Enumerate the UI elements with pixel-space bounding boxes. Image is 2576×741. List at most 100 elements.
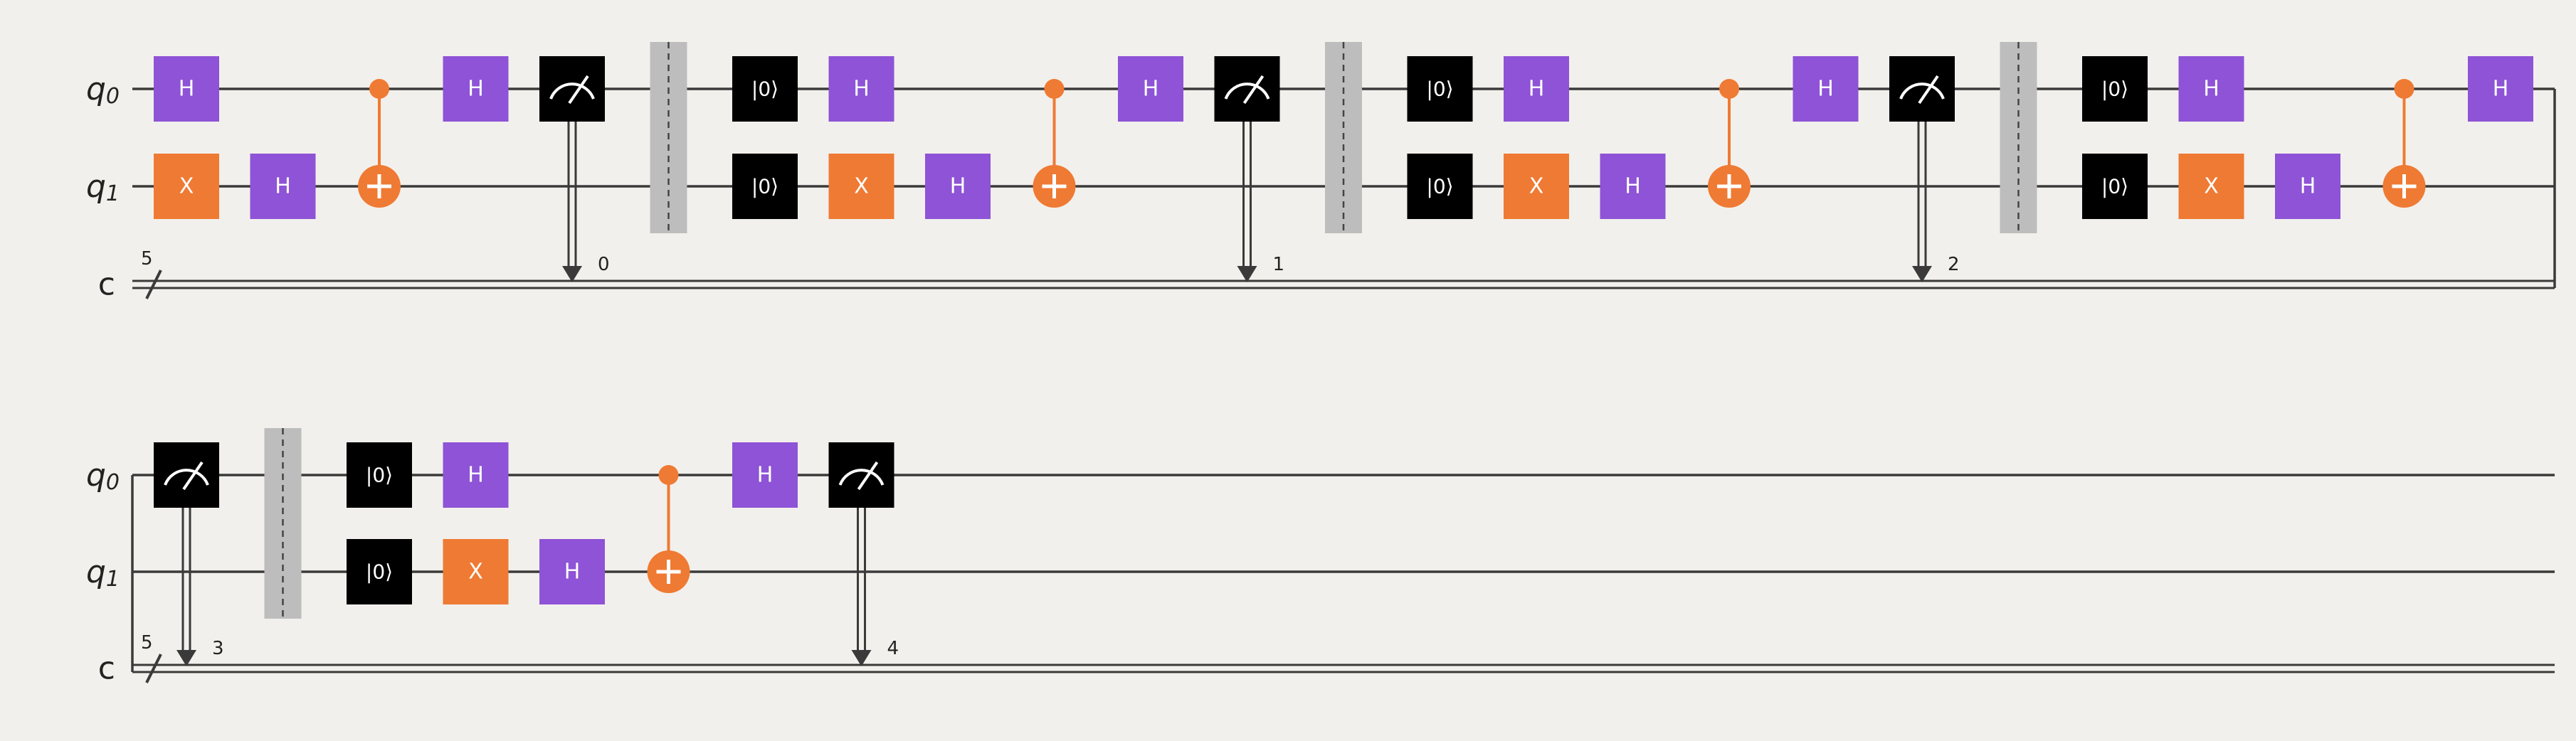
cnot-target-icon: [1033, 165, 1076, 208]
hadamard-gate: H: [1600, 154, 1666, 219]
pauli-x-gate: X: [1504, 154, 1569, 219]
cnot-target-icon: [647, 550, 690, 593]
hadamard-gate: H: [2178, 56, 2244, 122]
hadamard-gate: H: [443, 56, 509, 122]
measurement-meter-icon: [164, 461, 209, 491]
reset-label: |0⟩: [1426, 175, 1453, 198]
gate-label: X: [468, 560, 483, 585]
gate-label: H: [2300, 174, 2316, 199]
classical-bit-index: 0: [598, 254, 610, 275]
circuit-row-1: q0 q1 c 5 H X H H 0 |0⟩ |0⟩ H X H H 1 |0⟩ |0⟩ H X H H 2 |0⟩ |0⟩ H…: [86, 42, 2556, 303]
reset-gate: |0⟩: [2082, 56, 2148, 122]
measure-gate: 0: [539, 56, 610, 282]
measurement-meter-icon: [1224, 75, 1270, 105]
reset-label: |0⟩: [751, 175, 778, 198]
barrier-icon: [1325, 42, 1362, 233]
register-size-label: 5: [141, 632, 153, 654]
qubit-label-q0: q0: [86, 71, 120, 109]
measurement-meter-icon: [838, 461, 885, 491]
measure-gate: 3: [154, 442, 224, 666]
barrier-icon: [264, 428, 302, 619]
gate-label: H: [564, 560, 581, 585]
hadamard-gate: H: [2275, 154, 2340, 219]
control-dot-icon: [1044, 79, 1065, 99]
hadamard-gate: H: [1793, 56, 1859, 122]
bus-slash-icon: [145, 270, 162, 299]
hadamard-gate: H: [925, 154, 991, 219]
hadamard-gate: H: [1118, 56, 1183, 122]
reset-label: |0⟩: [366, 560, 393, 584]
control-dot-icon: [369, 79, 389, 99]
gate-label: X: [1529, 174, 1544, 199]
measurement-meter-icon: [1899, 75, 1945, 105]
gate-label: H: [853, 77, 870, 102]
cnot-target-icon: [358, 165, 401, 208]
reset-label: |0⟩: [2101, 175, 2128, 198]
gate-label: X: [854, 174, 869, 199]
reset-label: |0⟩: [1426, 78, 1453, 101]
gate-label: X: [2204, 174, 2219, 199]
reset-gate: |0⟩: [732, 154, 798, 219]
pauli-x-gate: X: [443, 539, 509, 604]
classical-register-label: c: [98, 267, 115, 303]
reset-gate: |0⟩: [2082, 154, 2148, 219]
gate-label: H: [2203, 77, 2219, 102]
measure-gate: 2: [1889, 56, 1960, 282]
hadamard-gate: H: [250, 154, 316, 219]
reset-gate: |0⟩: [1407, 56, 1473, 122]
measure-gate: 4: [828, 442, 899, 666]
reset-label: |0⟩: [366, 464, 393, 487]
barrier-icon: [2000, 42, 2037, 233]
arrow-down-icon: [1912, 266, 1932, 282]
barrier-icon: [650, 42, 687, 233]
hadamard-gate: H: [2468, 56, 2533, 122]
cnot-target-icon: [1708, 165, 1751, 208]
arrow-down-icon: [1237, 266, 1257, 282]
gate-label: H: [468, 77, 484, 102]
classical-wire: [132, 279, 2555, 289]
gate-label: H: [1817, 77, 1834, 102]
hadamard-gate: H: [732, 442, 798, 508]
cnot-gate: [358, 79, 401, 208]
hadamard-gate: H: [1504, 56, 1569, 122]
classical-wire: [132, 663, 2555, 673]
pauli-x-gate: X: [828, 154, 894, 219]
reset-label: |0⟩: [2101, 78, 2128, 101]
pauli-x-gate: X: [154, 154, 219, 219]
gate-label: H: [468, 463, 484, 488]
measure-gate: 1: [1214, 56, 1285, 282]
gate-label: X: [179, 174, 194, 199]
classical-bit-index: 1: [1273, 254, 1285, 275]
cnot-gate: [647, 465, 690, 593]
gate-label: H: [275, 174, 291, 199]
reset-gate: |0⟩: [347, 442, 412, 508]
gate-label: H: [179, 77, 195, 102]
pauli-x-gate: X: [2178, 154, 2244, 219]
classical-bit-index: 3: [212, 638, 224, 659]
classical-bit-index: 4: [887, 638, 899, 659]
gate-label: H: [1529, 77, 1545, 102]
bus-slash-icon: [145, 654, 162, 683]
qubit-label-q1: q1: [86, 169, 120, 206]
classical-bit-index: 2: [1948, 254, 1960, 275]
classical-register-label: c: [98, 651, 115, 687]
cnot-gate: [2382, 79, 2426, 208]
reset-gate: |0⟩: [1407, 154, 1473, 219]
reset-gate: |0⟩: [732, 56, 798, 122]
hadamard-gate: H: [154, 56, 219, 122]
control-dot-icon: [658, 465, 679, 485]
arrow-down-icon: [562, 266, 582, 282]
gate-label: H: [757, 463, 774, 488]
qubit-label-q0: q0: [86, 457, 120, 495]
reset-label: |0⟩: [751, 78, 778, 101]
hadamard-gate: H: [539, 539, 605, 604]
hadamard-gate: H: [443, 442, 509, 508]
gate-label: H: [1143, 77, 1159, 102]
register-size-label: 5: [141, 248, 153, 270]
cnot-target-icon: [2382, 165, 2426, 208]
reset-gate: |0⟩: [347, 539, 412, 604]
gate-label: H: [2493, 77, 2509, 102]
measurement-meter-icon: [549, 75, 595, 105]
